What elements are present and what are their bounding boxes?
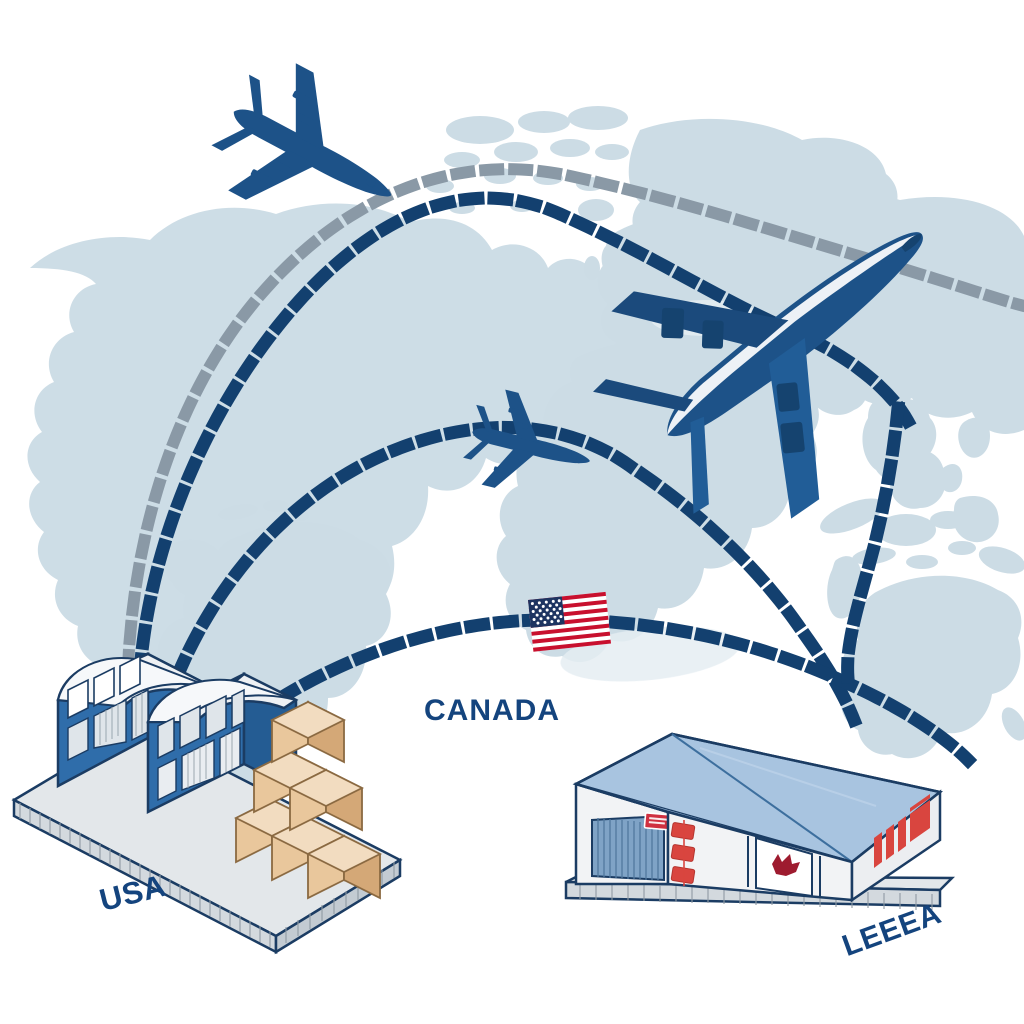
usa-flag [528, 591, 612, 652]
usa-warehouse-block-right [146, 671, 299, 815]
label-canada: CANADA [424, 694, 560, 727]
route-line-usa-asia-gray [121, 163, 1024, 675]
usa-warehouse-cargo-boxes [233, 700, 383, 900]
maple-leaf-mark [772, 854, 800, 876]
destination-warehouse-right-wall [850, 789, 942, 903]
red-window-blocks [670, 822, 696, 884]
route-line-asia-destination-navy [841, 400, 906, 685]
red-bars-logo [874, 794, 930, 868]
route-line-usa-africa-navy [159, 421, 863, 729]
route-line-south-route-navy [224, 613, 978, 770]
